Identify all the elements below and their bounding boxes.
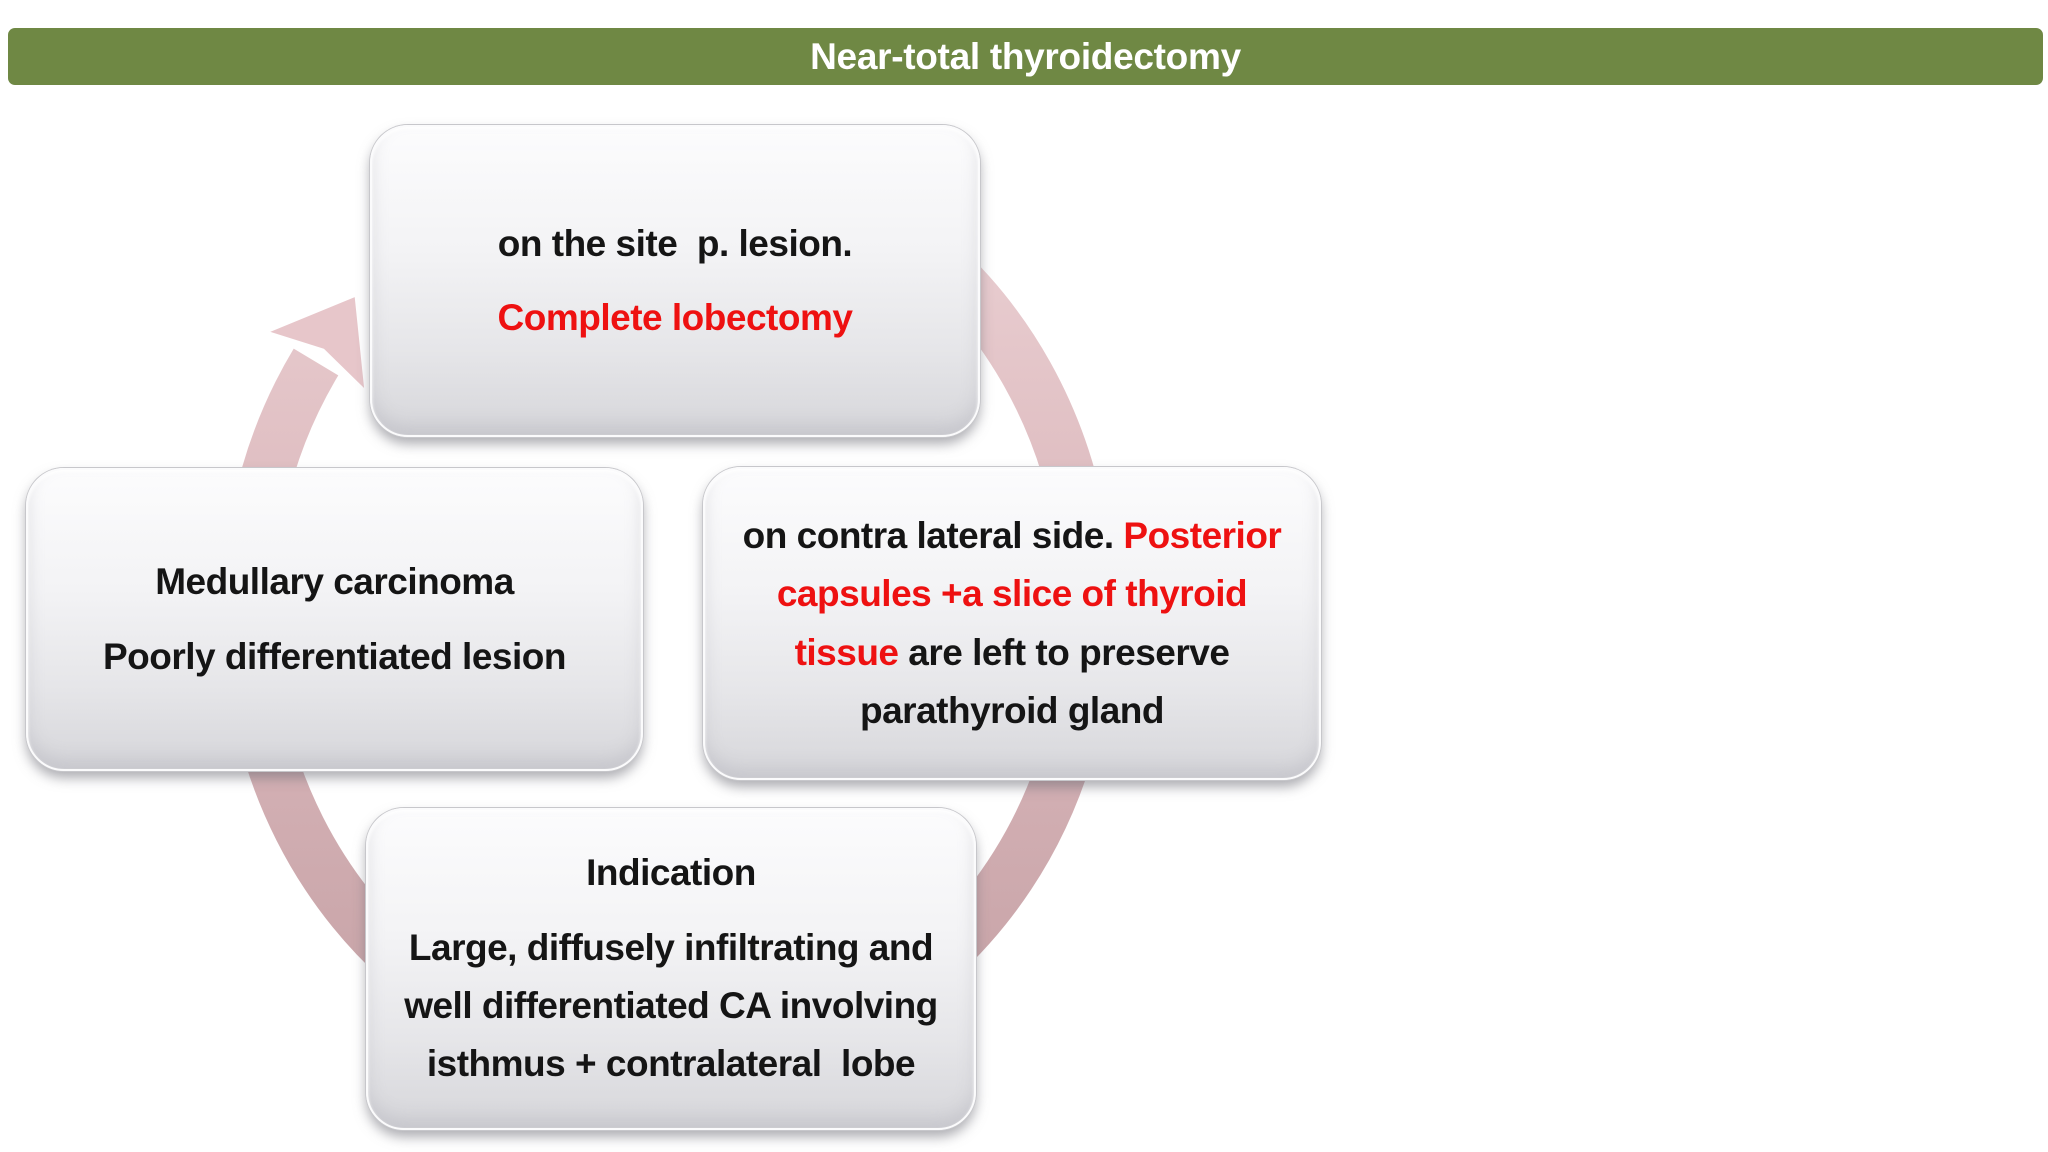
left-box-line1: Medullary carcinoma: [155, 561, 514, 603]
cycle-box-top: on the site p. lesion. Complete lobectom…: [370, 125, 980, 437]
slide-title: Near-total thyroidectomy: [810, 35, 1241, 77]
bottom-box-heading: Indication: [586, 852, 756, 894]
cycle-box-left: Medullary carcinoma Poorly differentiate…: [26, 468, 643, 771]
top-box-line1: on the site p. lesion.: [497, 222, 853, 264]
right-box-part1: on contra lateral side.: [742, 514, 1124, 556]
cycle-box-bottom: Indication Large, diffusely infiltrating…: [366, 808, 976, 1130]
left-box-line2: Poorly differentiated lesion: [103, 635, 566, 677]
cycle-box-right: on contra lateral side. Posterior capsul…: [703, 467, 1321, 780]
right-box-text: on contra lateral side. Posterior capsul…: [733, 507, 1291, 741]
right-box-part3: are left to preserve parathyroid gland: [860, 631, 1240, 731]
cycle-arrow-head-icon: [264, 293, 368, 394]
top-box-line2: Complete lobectomy: [497, 297, 853, 338]
title-bar: Near-total thyroidectomy: [8, 28, 2043, 85]
bottom-box-body: Large, diffusely infiltrating and well d…: [404, 926, 948, 1085]
right-box-part2-red: Posterior capsules +a slice of thyroid t…: [776, 514, 1292, 673]
